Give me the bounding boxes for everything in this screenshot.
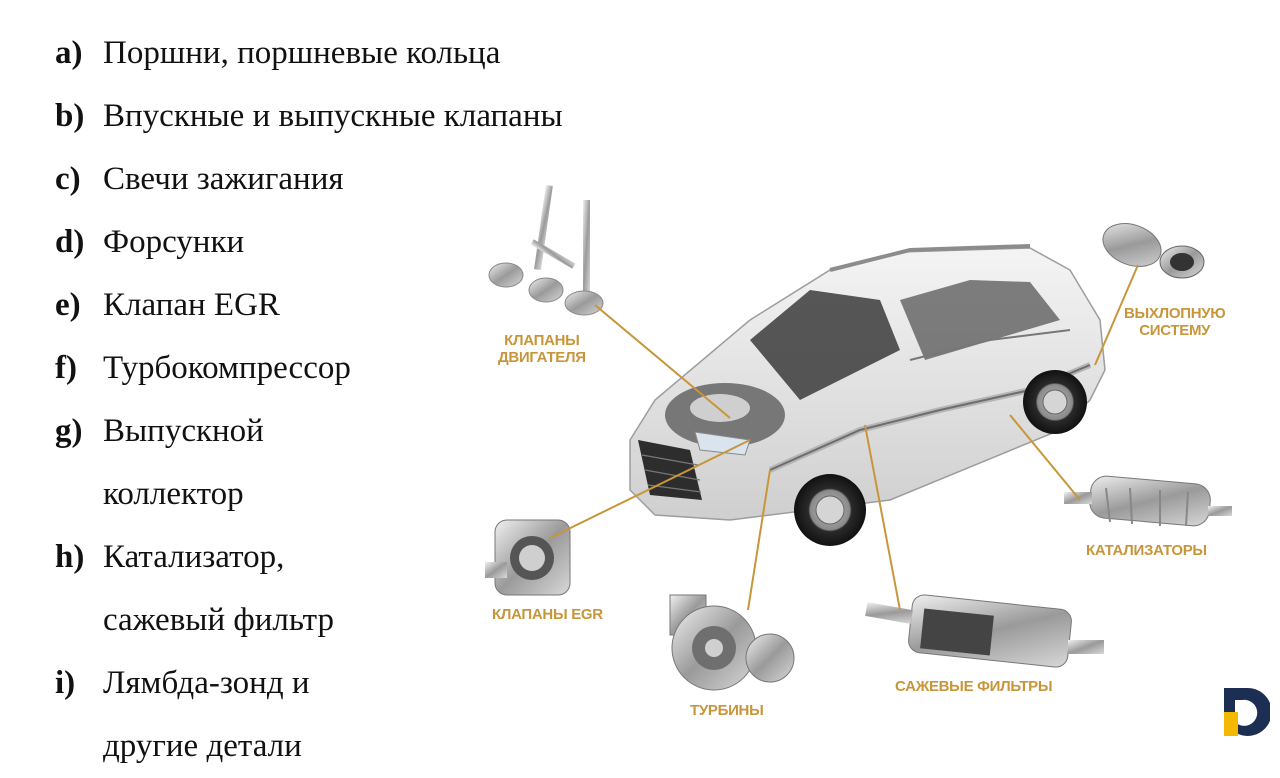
list-item-text: другие детали [103, 728, 302, 764]
list-item-text: Клапан EGR [103, 287, 280, 323]
list-item-text: Свечи зажигания [103, 161, 344, 197]
exhaust-system-graphic [1102, 223, 1205, 279]
list-item: d) Форсунки [55, 211, 655, 274]
list-item-text: Лямбда-зонд и [103, 665, 310, 701]
list-item-text: сажевый фильтр [103, 602, 334, 638]
list-marker: e) [55, 287, 81, 323]
engine-valves-graphic [488, 184, 604, 316]
brand-logo-icon [1224, 687, 1270, 736]
list-item: f) Турбокомпрессор [55, 337, 655, 400]
leader-line-dpf [864, 424, 901, 611]
leader-lines [549, 264, 1139, 611]
list-marker: a) [55, 35, 83, 71]
label-turbines: ТУРБИНЫ [690, 702, 764, 719]
egr-valve-graphic [485, 519, 571, 596]
list-item-text: Выпускной [103, 413, 264, 449]
dpf-graphic [865, 594, 1104, 668]
label-egr-valves: КЛАПАНЫ EGR [492, 606, 603, 623]
list-marker: g) [55, 413, 83, 449]
list-item: c) Свечи зажигания [55, 148, 655, 211]
car-cutaway-graphic [485, 184, 1232, 691]
label-line: ВЫХЛОПНУЮ [1124, 305, 1226, 322]
list-item: e) Клапан EGR [55, 274, 655, 337]
leader-line-turbine [747, 469, 771, 611]
label-engine-valves: КЛАПАНЫ ДВИГАТЕЛЯ [498, 332, 586, 366]
leader-line-exhaust [1094, 264, 1139, 366]
list-item: i) Лямбда-зонд и [55, 652, 655, 715]
list-marker: f) [55, 350, 77, 386]
label-line: ДВИГАТЕЛЯ [498, 349, 586, 366]
label-line: СИСТЕМУ [1139, 322, 1211, 339]
list-item-continuation: сажевый фильтр [55, 589, 655, 652]
list-item: a) Поршни, поршневые кольца [55, 22, 655, 85]
list-item-continuation: коллектор [55, 463, 655, 526]
list-item: b) Впускные и выпускные клапаны [55, 85, 655, 148]
turbine-graphic [669, 594, 795, 691]
label-catalysts: КАТАЛИЗАТОРЫ [1086, 542, 1207, 559]
list-marker: h) [55, 539, 85, 575]
list-marker: c) [55, 161, 81, 197]
list-item-text: Катализатор, [103, 539, 285, 575]
list-item-text: Впускные и выпускные клапаны [103, 98, 563, 134]
list-item-text: коллектор [103, 476, 244, 512]
list-item-text: Турбокомпрессор [103, 350, 351, 386]
list-marker: d) [55, 224, 85, 260]
list-marker: b) [55, 98, 85, 134]
list-item: h) Катализатор, [55, 526, 655, 589]
list-item: g) Выпускной [55, 400, 655, 463]
leader-line-egr [549, 439, 751, 539]
leader-line-valves [594, 304, 731, 419]
car-parts-illustration: КЛАПАНЫ ДВИГАТЕЛЯ ВЫХЛОПНУЮ СИСТЕМУ КАТА… [470, 170, 1280, 742]
car-body [629, 244, 1106, 546]
list-item-text: Поршни, поршневые кольца [103, 35, 501, 71]
label-line: КЛАПАНЫ [504, 332, 580, 349]
label-exhaust-system: ВЫХЛОПНУЮ СИСТЕМУ [1124, 305, 1226, 339]
catalyst-graphic [1064, 475, 1232, 527]
list-marker: i) [55, 665, 76, 701]
label-dpf: САЖЕВЫЕ ФИЛЬТРЫ [895, 678, 1053, 695]
leader-line-catalyst [1009, 414, 1081, 501]
list-item-text: Форсунки [103, 224, 245, 260]
